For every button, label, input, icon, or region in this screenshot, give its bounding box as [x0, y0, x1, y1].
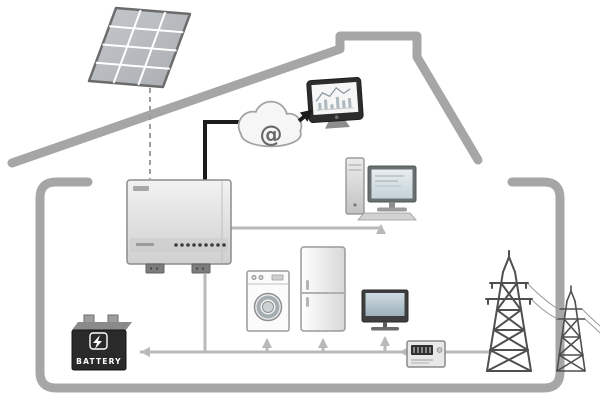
house-roof: [7, 31, 483, 168]
internet-cloud-icon: @: [237, 100, 303, 148]
computer-keyboard: [357, 212, 417, 221]
computer-tower: [345, 157, 365, 215]
washing-machine-icon: [246, 270, 290, 332]
house-walls: [35, 177, 565, 393]
grid-pylon-large-icon: [485, 250, 533, 372]
power-wires: [527, 283, 600, 334]
grid-pylon-small-icon: [556, 285, 586, 372]
inverter-led-row: [174, 243, 226, 247]
arrow-to-tablet: [297, 109, 313, 123]
inverter-brand-mark: [133, 186, 149, 191]
tablet-home-button: [334, 115, 339, 120]
desktop-computer-icon: [345, 157, 417, 221]
tablet-chart-bars: [318, 96, 352, 111]
energy-meter-icon: [406, 340, 446, 368]
house-outline: [7, 31, 565, 393]
at-symbol: @: [260, 122, 283, 148]
refrigerator-icon: [300, 246, 346, 332]
fridge-handle: [306, 297, 309, 307]
inverter-connector: [145, 263, 165, 274]
inverter-icon: [126, 179, 232, 274]
solar-panel-icon: [87, 6, 192, 89]
internet-line: [203, 120, 240, 182]
battery-icon: BATTERY: [71, 314, 132, 371]
arrow-to-computer: [231, 224, 386, 234]
monitoring-tablet-icon: [306, 76, 364, 129]
tv-icon: [361, 289, 409, 331]
inverter-connector: [191, 263, 211, 274]
fridge-handle: [306, 280, 309, 290]
lightning-bolt-icon: [93, 335, 102, 349]
battery-label: BATTERY: [76, 357, 122, 366]
